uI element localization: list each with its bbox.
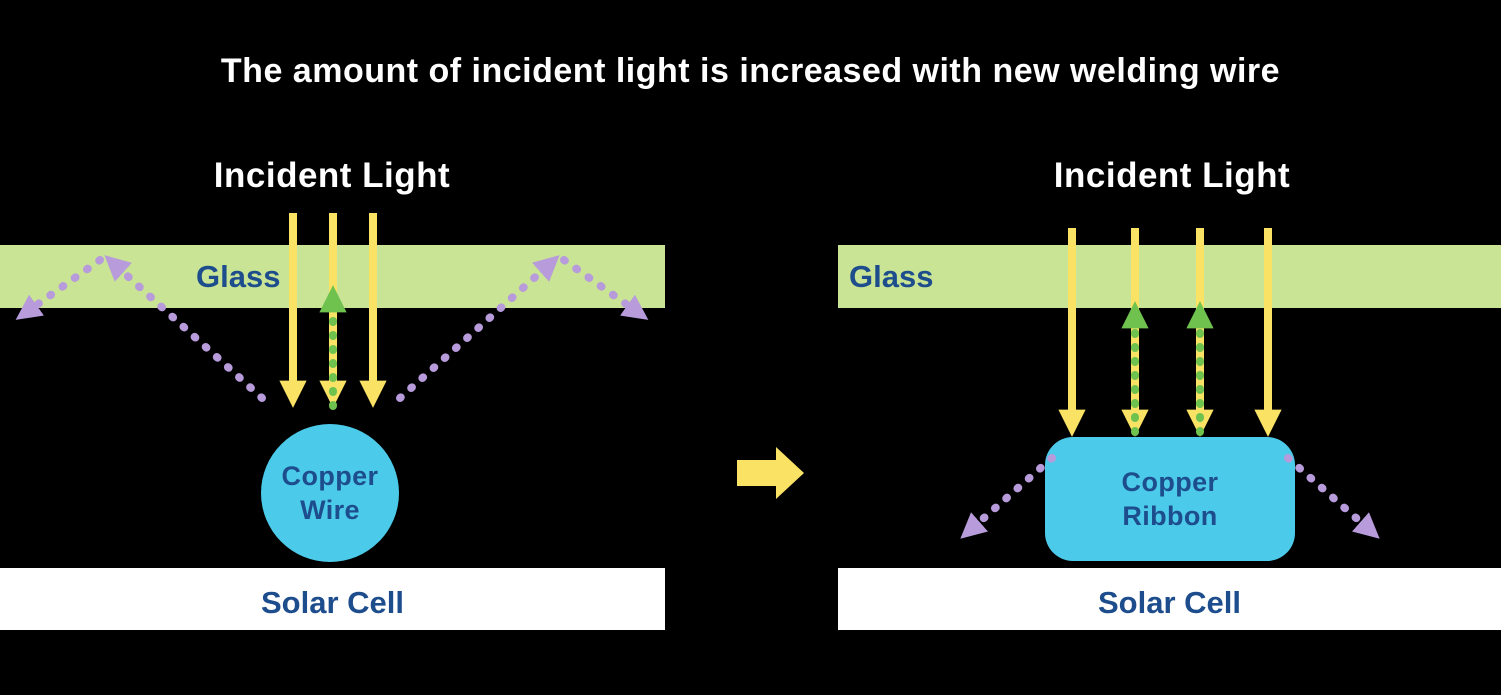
diagram-title: The amount of incident light is increase… (220, 52, 1281, 90)
right-solar-cell-label: Solar Cell (1098, 585, 1241, 620)
right-solar-cell-band (838, 568, 1501, 630)
transition-arrow-icon (737, 447, 804, 499)
left-solar-cell-label: Solar Cell (261, 585, 404, 620)
right-scatter-arrow-left (960, 454, 1056, 539)
copper-wire-label: Copper Wire (230, 459, 430, 527)
left-scatter-arrow-out-left (15, 256, 104, 320)
copper-ribbon-label-line2: Ribbon (1122, 501, 1218, 531)
right-glass-label: Glass (849, 259, 934, 294)
left-scatter-arrow-up-left (104, 255, 266, 402)
right-scatter-arrow-right (1284, 454, 1380, 539)
copper-ribbon-label: Copper Ribbon (1045, 465, 1295, 533)
copper-wire-label-line1: Copper (281, 461, 379, 491)
copper-wire-label-line2: Wire (300, 495, 360, 525)
left-glass-label: Glass (196, 259, 281, 294)
left-scatter-arrow-out-right (560, 256, 649, 320)
right-incident-light-heading: Incident Light (1053, 156, 1291, 195)
copper-ribbon-label-line1: Copper (1121, 467, 1219, 497)
left-solar-cell-band (0, 568, 665, 630)
copper-ribbon-shape (1045, 437, 1295, 561)
left-incident-light-heading: Incident Light (213, 156, 451, 195)
copper-wire-shape (261, 424, 399, 562)
right-glass-band (838, 245, 1501, 308)
left-scatter-arrow-up-right (396, 255, 560, 402)
